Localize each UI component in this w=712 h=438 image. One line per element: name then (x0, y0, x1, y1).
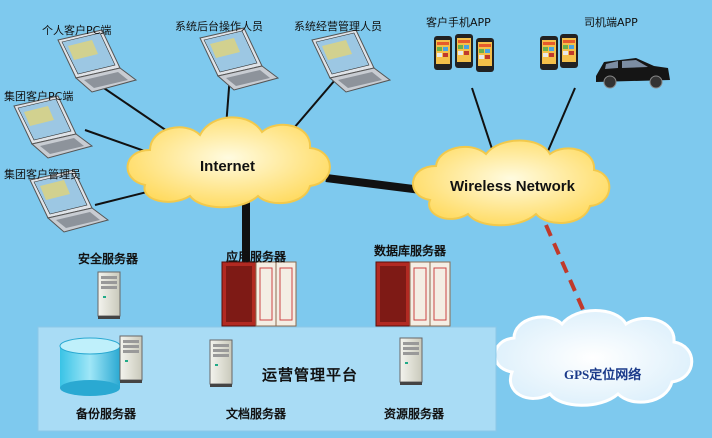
app-server-label: 应用服务器 (226, 250, 287, 264)
resource-server-label: 资源服务器 (384, 407, 445, 421)
client-pc-label: 个人客户PC端 (42, 24, 112, 37)
platform-label: 运营管理平台 (262, 366, 359, 384)
backup-server-label: 备份服务器 (76, 407, 137, 421)
ops-manager-label: 系统经营管理人员 (294, 20, 382, 33)
doc-server-label: 文档服务器 (226, 407, 287, 421)
group-admin-label: 集团客户管理员 (4, 168, 81, 181)
ops-manager-laptop (311, 29, 391, 93)
doc-server-icon (209, 339, 233, 388)
group-pc-label: 集团客户PC端 (4, 90, 74, 103)
wireless-label: Wireless Network (450, 178, 575, 195)
customer-app-label: 客户手机APP (426, 16, 491, 29)
driver-phones (540, 34, 578, 70)
app-server-icon (221, 261, 297, 327)
security-server-label: 安全服务器 (78, 252, 139, 266)
db-server-label: 数据库服务器 (374, 244, 447, 258)
backup-storage-icon (59, 337, 121, 396)
internet-cloud (126, 116, 331, 209)
backend-operator-laptop (199, 27, 279, 91)
driver-app-label: 司机端APP (584, 16, 638, 29)
backend-operator-label: 系统后台操作人员 (175, 20, 263, 33)
wireless-cloud (412, 139, 611, 227)
security-server-icon (97, 271, 121, 320)
db-server-icon (375, 261, 451, 327)
car-icon (596, 58, 670, 89)
gps-cloud (493, 309, 694, 407)
internet-label: Internet (200, 158, 256, 175)
client-pc-laptop (57, 29, 137, 93)
group-pc-laptop (13, 95, 93, 159)
resource-server-icon (399, 337, 423, 386)
customer-phones (434, 34, 494, 72)
gps-label: GPS定位网络 (564, 367, 642, 382)
backup-server-icon (119, 335, 143, 384)
